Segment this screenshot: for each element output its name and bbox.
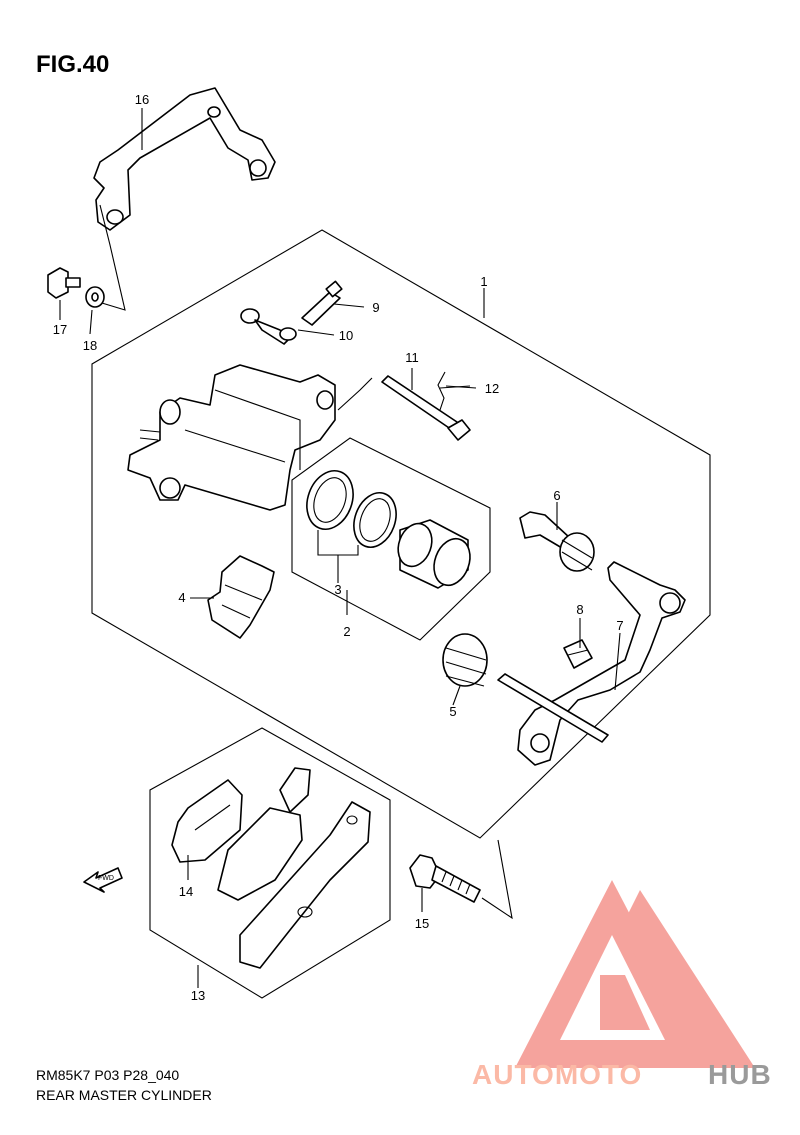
watermark-text: AUTOMOTO HUB xyxy=(472,1059,772,1090)
washer-part-18 xyxy=(85,286,105,308)
callout-3: 3 xyxy=(334,582,341,597)
figure-caption: REAR MASTER CYLINDER xyxy=(36,1087,212,1103)
callout-8: 8 xyxy=(576,602,583,617)
bleeder-valve-part-9 xyxy=(301,280,343,326)
pin-part-11 xyxy=(381,375,471,441)
sleeve-bolt-part-6 xyxy=(519,511,595,572)
callout-7: 7 xyxy=(616,618,623,633)
caliper-bracket-part-7 xyxy=(497,561,686,766)
callout-4: 4 xyxy=(178,590,185,605)
pad-spring-part-4 xyxy=(207,555,275,639)
callout-6: 6 xyxy=(553,488,560,503)
watermark-text-part1: AUTOMOTO xyxy=(472,1059,642,1090)
watermark-logo xyxy=(515,880,755,1068)
callout-14: 14 xyxy=(179,884,193,899)
assembly-frame-caliper xyxy=(91,229,711,839)
bolt-part-17 xyxy=(47,267,81,299)
caliper-body xyxy=(127,364,373,511)
cap-part-10 xyxy=(240,308,297,345)
seal-part-3 xyxy=(306,470,397,556)
callout-18: 18 xyxy=(83,338,97,353)
forward-arrow-label: FWD xyxy=(98,875,114,882)
callout-10: 10 xyxy=(339,328,353,343)
callout-1: 1 xyxy=(480,274,487,289)
brake-pad-part-14 xyxy=(171,779,243,863)
piston-part-2 xyxy=(397,519,471,589)
callout-15: 15 xyxy=(415,916,429,931)
bracket-part-16 xyxy=(91,87,276,311)
callout-13: 13 xyxy=(191,988,205,1003)
boot-part-5 xyxy=(442,633,488,687)
forward-arrow-icon: FWD xyxy=(83,867,123,893)
brake-pad-backing-13 xyxy=(217,767,371,969)
callout-17: 17 xyxy=(53,322,67,337)
assembly-frame-pads xyxy=(149,727,391,999)
bolt-part-15 xyxy=(409,839,513,920)
callout-5: 5 xyxy=(449,704,456,719)
figure-code: RM85K7 P03 P28_040 xyxy=(36,1067,179,1083)
callout-2: 2 xyxy=(343,624,350,639)
callout-16: 16 xyxy=(135,92,149,107)
assembly-frame-piston xyxy=(291,437,491,641)
callout-9: 9 xyxy=(372,300,379,315)
clip-part-12 xyxy=(437,371,471,411)
callout-12: 12 xyxy=(485,381,499,396)
watermark-text-part2: HUB xyxy=(708,1059,772,1090)
callout-labels: 1 2 3 4 5 6 7 8 9 10 11 12 13 14 15 16 1… xyxy=(53,92,624,1003)
figure-title: FIG.40 xyxy=(36,51,109,78)
leader-lines xyxy=(59,108,621,988)
callout-11: 11 xyxy=(405,350,419,365)
clip-part-8 xyxy=(563,639,593,669)
